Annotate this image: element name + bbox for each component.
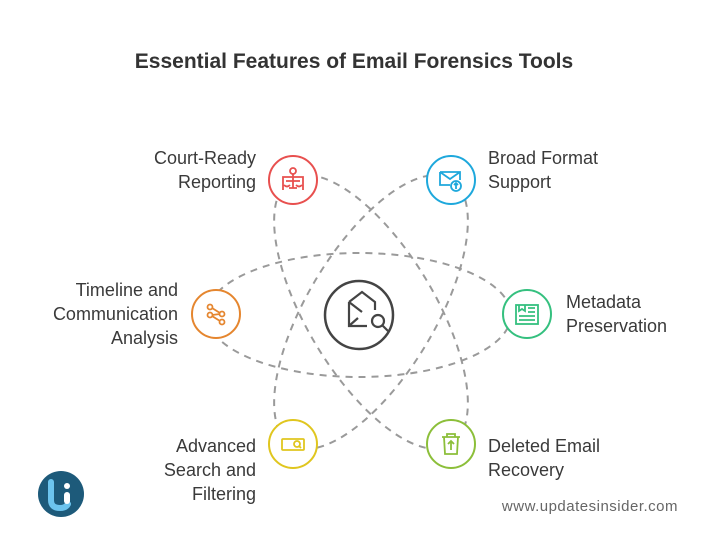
page-title: Essential Features of Email Forensics To… [134, 50, 574, 73]
feature-node [268, 155, 318, 205]
label-line: Preservation [566, 316, 668, 336]
feature-node [268, 419, 318, 469]
label-line: Advanced [175, 436, 256, 456]
label-line: Reporting [177, 172, 256, 192]
label-line: Court-Ready [153, 148, 256, 168]
feature-node [426, 155, 476, 205]
label-line: Deleted Email [488, 436, 601, 456]
label-line: Communication [52, 304, 178, 324]
trash-restore-icon [442, 433, 460, 455]
center-node [323, 279, 395, 351]
feature-node-circle [268, 419, 318, 469]
feature-node-circle [502, 289, 552, 339]
scales-presenter-icon [282, 167, 304, 190]
feature-node [191, 289, 241, 339]
label-line: Search and [163, 460, 256, 480]
feature-node-circle [426, 155, 476, 205]
label-line: Broad Format [488, 148, 599, 168]
label-line: Filtering [191, 484, 256, 504]
label-line: Support [488, 172, 552, 192]
feature-node [426, 419, 476, 469]
label-line: Analysis [110, 328, 178, 348]
logo [38, 471, 84, 517]
label-line: Metadata [566, 292, 642, 312]
document-icon [515, 304, 539, 325]
label-line: Recovery [488, 460, 565, 480]
share-nodes-icon [206, 303, 226, 326]
feature-node [502, 289, 552, 339]
envelope-search-icon [347, 290, 389, 332]
watermark: www.updatesinsider.com [501, 498, 678, 515]
envelope-upload-icon [439, 171, 462, 192]
label-line: Timeline and [75, 280, 178, 300]
search-bar-icon [281, 438, 305, 451]
